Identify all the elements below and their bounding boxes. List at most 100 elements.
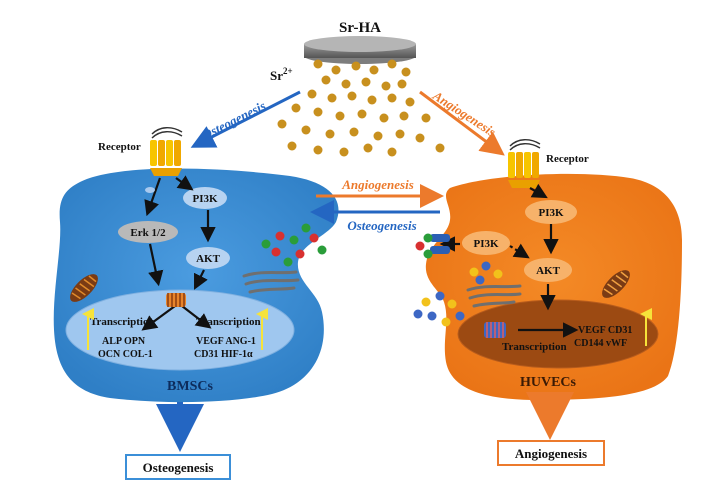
- sr-particle: [335, 111, 345, 121]
- sr-particle: [339, 147, 349, 157]
- sr-particle: [387, 147, 397, 157]
- secreted-sphere: [275, 231, 285, 241]
- bmsc-receptor: [150, 127, 183, 176]
- huvec-pi3k-top-node: [525, 200, 577, 224]
- huvec-pi3k-side-node: [462, 231, 510, 255]
- bmsc-pi3k-node: [183, 187, 227, 209]
- sr-particle: [373, 131, 383, 141]
- sr-particle: [301, 125, 311, 135]
- bmsc-akt-node: [186, 247, 230, 269]
- huvec-cell-name: HUVECs: [520, 375, 577, 390]
- sr-ha-label: Sr-HA: [339, 20, 381, 36]
- sr-particle: [321, 75, 331, 85]
- bmsc-vesicle: [145, 187, 155, 193]
- sr-particle: [307, 89, 317, 99]
- sr-ion-symbol: Sr: [270, 68, 283, 83]
- sr-ion-charge: 2+: [283, 66, 293, 76]
- sr-particle: [397, 79, 407, 89]
- secreted-sphere: [301, 223, 311, 233]
- secreted-sphere: [283, 257, 293, 267]
- secreted-sphere: [413, 309, 423, 319]
- bmsc-golgi: [242, 270, 300, 294]
- sr-particle: [387, 93, 397, 103]
- huvec-transcription-label: Transcription: [502, 341, 567, 353]
- osteogenesis-direction-label: Osteogenesis: [200, 98, 269, 143]
- bmsc-cell-name: BMSCs: [167, 379, 213, 394]
- sr-particle: [379, 113, 389, 123]
- sr-particle: [313, 145, 323, 155]
- huvec-receptor-label: Receptor: [546, 153, 589, 165]
- bmsc-genes-right-1: VEGF ANG-1: [196, 336, 256, 347]
- bmsc-receptor-label: Receptor: [98, 141, 141, 153]
- angiogenesis-crosstalk-label: Angiogenesis: [341, 177, 414, 192]
- sr-particle: [351, 61, 361, 71]
- secreted-sphere: [435, 291, 445, 301]
- osteogenesis-outcome-label: Osteogenesis: [143, 460, 214, 475]
- sr-particle: [349, 127, 359, 137]
- sr-particle: [361, 77, 371, 87]
- huvec-nucleus: [457, 299, 659, 369]
- sr-particle: [327, 93, 337, 103]
- bmsc-genes-right-2: CD31 HIF-1α: [194, 349, 253, 360]
- secreted-sphere: [481, 261, 491, 271]
- secreted-sphere: [427, 311, 437, 321]
- secreted-sphere: [421, 297, 431, 307]
- sr-particle: [387, 59, 397, 69]
- huvec-pi3k-side-label: PI3K: [473, 238, 499, 250]
- huvec-golgi: [466, 284, 522, 308]
- osteogenesis-crosstalk-label: Osteogenesis: [347, 218, 416, 233]
- huvec-mitochondrion: [602, 270, 630, 298]
- secreted-sphere: [317, 245, 327, 255]
- bmsc-pathway-arrows: [141, 175, 216, 331]
- sr-particle: [341, 79, 351, 89]
- sr-particle: [415, 133, 425, 143]
- huvec-pathway-arrows: [439, 183, 579, 338]
- bmsc-mitochondrion: [70, 274, 98, 302]
- osteogenesis-outcome-box: [125, 454, 231, 480]
- sr-particle: [369, 65, 379, 75]
- sr-particle: [325, 129, 335, 139]
- secreted-sphere: [423, 233, 433, 243]
- secreted-sphere: [447, 299, 457, 309]
- huvec-dna-icon: [484, 322, 506, 338]
- bmsc-erk-label: Erk 1/2: [130, 227, 166, 239]
- sr-particle: [405, 97, 415, 107]
- bmsc-transcription-right: Transcription: [196, 316, 261, 328]
- angiogenesis-direction-label: Angiogenesis: [430, 87, 499, 139]
- sr-particle: [291, 103, 301, 113]
- secreted-sphere: [469, 267, 479, 277]
- huvec-pi3k-top-label: PI3K: [538, 207, 564, 219]
- bmsc-genes-left-2: OCN COL-1: [98, 349, 153, 360]
- secreted-sphere: [415, 241, 425, 251]
- bmsc-nucleus: [65, 289, 295, 371]
- huvec-genes-1: VEGF CD31: [578, 325, 632, 336]
- huvec-secreted-factors: [413, 233, 503, 327]
- osteogenesis-direction-arrow: [190, 90, 301, 148]
- bmsc-transcription-left: Transcription: [90, 316, 155, 328]
- bmsc-dna-icon: [166, 293, 186, 307]
- bmsc-secreted-factors: [261, 223, 327, 267]
- sr-particle: [435, 143, 445, 153]
- huvec-genes-2: CD144 vWF: [574, 338, 627, 349]
- huvec-receptor: [508, 139, 541, 188]
- sr-particle: [363, 143, 373, 153]
- sr-particle: [313, 107, 323, 117]
- sr-particle: [331, 65, 341, 75]
- sr-particle: [381, 81, 391, 91]
- angiogenesis-outcome-label: Angiogenesis: [515, 446, 587, 461]
- secreted-sphere: [309, 233, 319, 243]
- sr-ion-label: Sr2+: [270, 66, 293, 83]
- sr-particle: [401, 67, 411, 77]
- secreted-sphere: [493, 269, 503, 279]
- sr-particle: [399, 111, 409, 121]
- sr-particle: [357, 109, 367, 119]
- sr-particle: [395, 129, 405, 139]
- secreted-sphere: [289, 235, 299, 245]
- huvec-membrane-receptor: [430, 234, 450, 254]
- sr-particle: [421, 113, 431, 123]
- secreted-sphere: [295, 249, 305, 259]
- bmsc-akt-label: AKT: [196, 253, 221, 265]
- bmsc-erk-node: [118, 221, 178, 243]
- huvec-akt-label: AKT: [536, 265, 561, 277]
- secreted-sphere: [441, 317, 451, 327]
